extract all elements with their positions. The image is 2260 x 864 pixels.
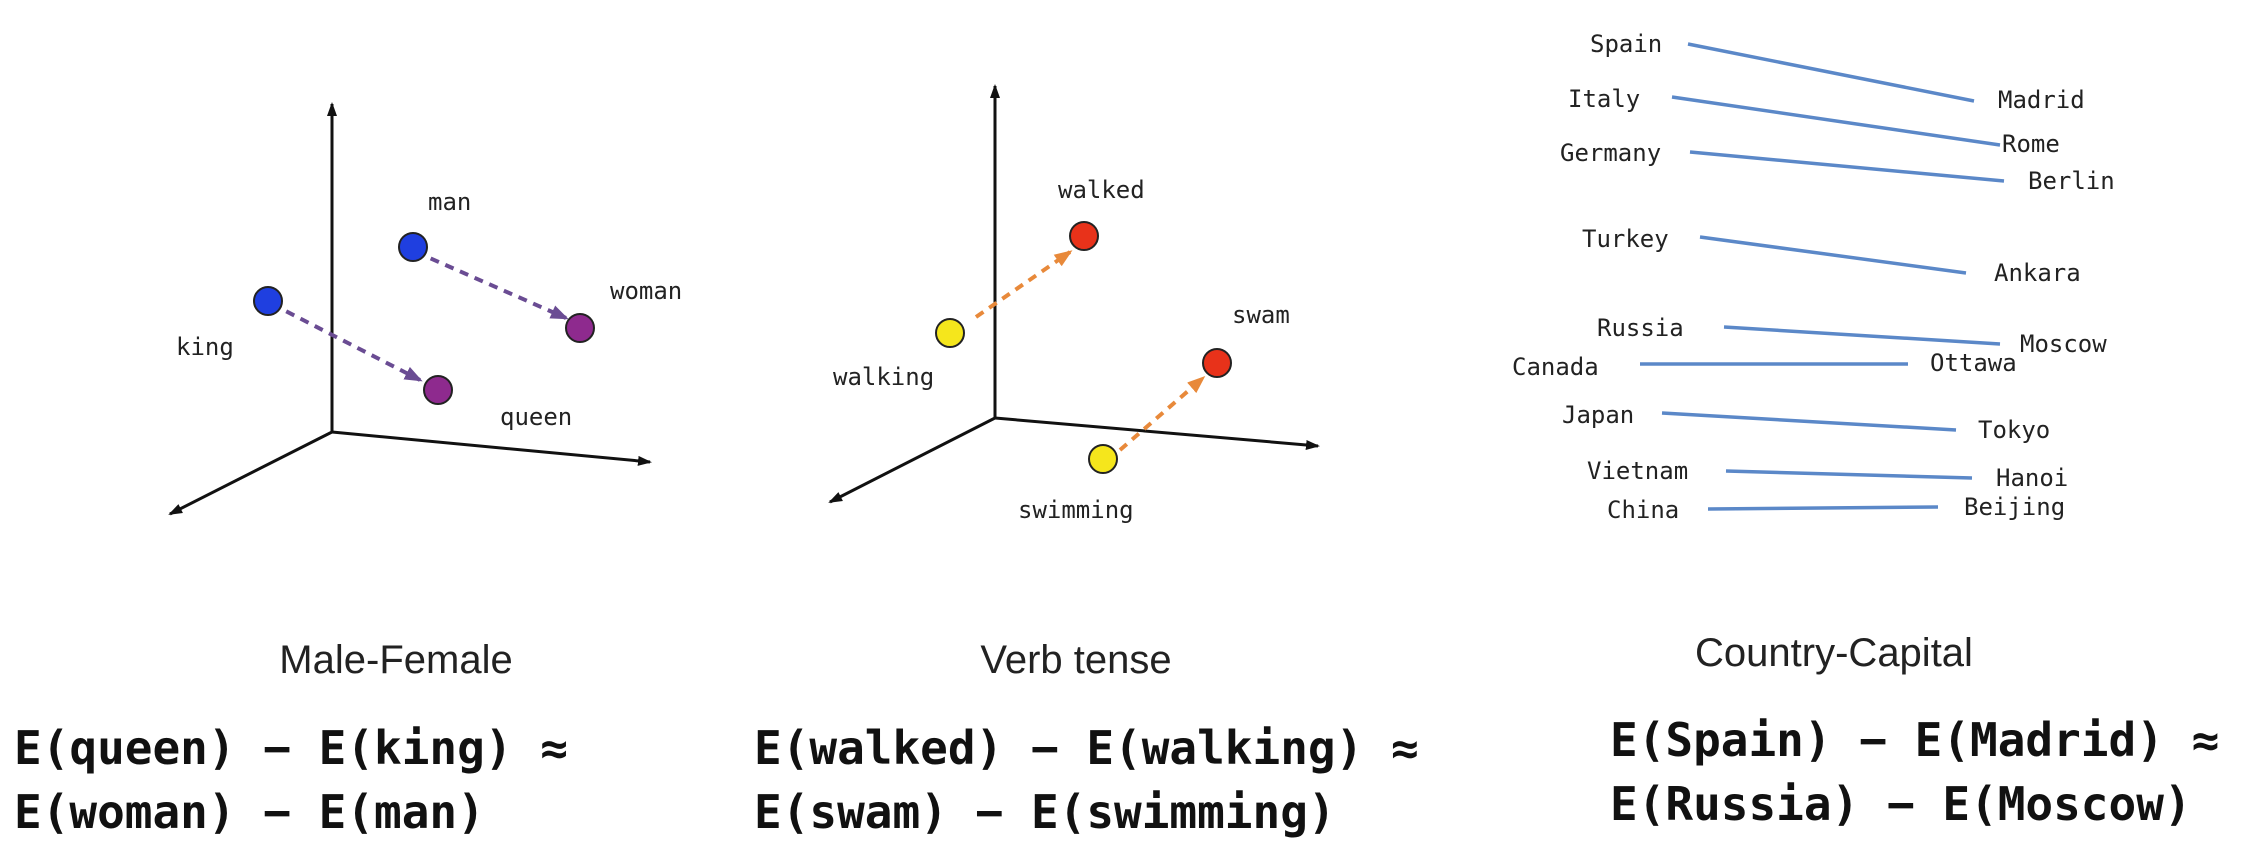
country-label: Vietnam: [1587, 457, 1688, 485]
verb-tense-caption: Verb tense: [980, 638, 1171, 682]
country-label: Spain: [1590, 30, 1662, 58]
swam-label: swam: [1232, 301, 1290, 329]
country-label: China: [1607, 496, 1679, 524]
horizontal-axis: [331, 430, 652, 466]
male-female-equation: E(queen) − E(king) ≈ E(woman) − E(man): [14, 716, 568, 844]
swimming-label: swimming: [1018, 496, 1134, 524]
equation-line-2: E(Russia) − E(Moscow): [1610, 777, 2192, 831]
walked-label: walked: [1058, 176, 1145, 204]
country-capital-line: [1661, 411, 1957, 432]
country-label: Canada: [1512, 353, 1599, 381]
walking-walked-arrow: [974, 250, 1073, 319]
depth-axis: [828, 416, 996, 504]
capital-label: Hanoi: [1996, 464, 2068, 492]
walking-label: walking: [833, 363, 934, 391]
swimming-swam-arrow: [1118, 376, 1206, 452]
country-capital-line: [1687, 42, 1975, 103]
queen-point: [423, 375, 453, 405]
country-label: Turkey: [1582, 225, 1669, 253]
male-female-caption: Male-Female: [279, 638, 512, 682]
equation-line-2: E(swam) − E(swimming): [754, 785, 1336, 839]
verb-tense-axes: [828, 84, 1320, 504]
verb-tense-panel: walked walking swam swimming Verb tense: [828, 84, 1320, 682]
country-label: Japan: [1562, 401, 1634, 429]
woman-point: [565, 313, 595, 343]
depth-axis: [168, 430, 333, 516]
capital-label: Ankara: [1994, 259, 2081, 287]
verb-tense-equation: E(walked) − E(walking) ≈ E(swam) − E(swi…: [754, 716, 1419, 844]
equation-line-1: E(Spain) − E(Madrid) ≈: [1610, 713, 2220, 767]
country-label: Russia: [1597, 314, 1684, 342]
capital-label: Beijing: [1964, 493, 2065, 521]
man-woman-arrow: [415, 250, 569, 320]
country-capital-equation: E(Spain) − E(Madrid) ≈ E(Russia) − E(Mos…: [1610, 708, 2219, 836]
country-capital-caption: Country-Capital: [1695, 631, 1973, 675]
male-female-panel: man woman king queen Male-Female: [168, 102, 682, 682]
equation-line-2: E(woman) − E(man): [14, 785, 485, 839]
swimming-point: [1088, 444, 1118, 474]
equation-line-1: E(walked) − E(walking) ≈: [754, 721, 1419, 775]
country-label: Italy: [1568, 85, 1640, 113]
capital-label: Ottawa: [1930, 349, 2017, 377]
equation-line-1: E(queen) − E(king) ≈: [14, 721, 568, 775]
capital-label: Berlin: [2028, 167, 2115, 195]
walking-point: [935, 318, 965, 348]
country-capital-line: [1671, 95, 2001, 147]
man-point: [398, 232, 428, 262]
country-capital-line: [1689, 150, 2005, 183]
capital-label: Moscow: [2020, 330, 2107, 358]
horizontal-axis: [994, 416, 1320, 450]
country-capital-line: [1699, 235, 1967, 275]
country-capital-line: [1707, 505, 1939, 511]
king-queen-arrow: [271, 302, 423, 382]
capital-label: Tokyo: [1978, 416, 2050, 444]
country-capital-line: [1725, 469, 1973, 480]
queen-label: queen: [500, 403, 572, 431]
country-label: Germany: [1560, 139, 1661, 167]
capital-label: Madrid: [1998, 86, 2085, 114]
woman-label: woman: [610, 277, 682, 305]
man-label: man: [428, 188, 471, 216]
king-point: [253, 286, 283, 316]
swam-point: [1202, 348, 1232, 378]
walked-point: [1069, 221, 1099, 251]
country-capital-lines: [1640, 42, 2005, 511]
country-capital-line: [1723, 325, 2001, 346]
capital-label: Rome: [2002, 130, 2060, 158]
male-female-axes: [168, 102, 652, 516]
king-label: king: [176, 333, 234, 361]
